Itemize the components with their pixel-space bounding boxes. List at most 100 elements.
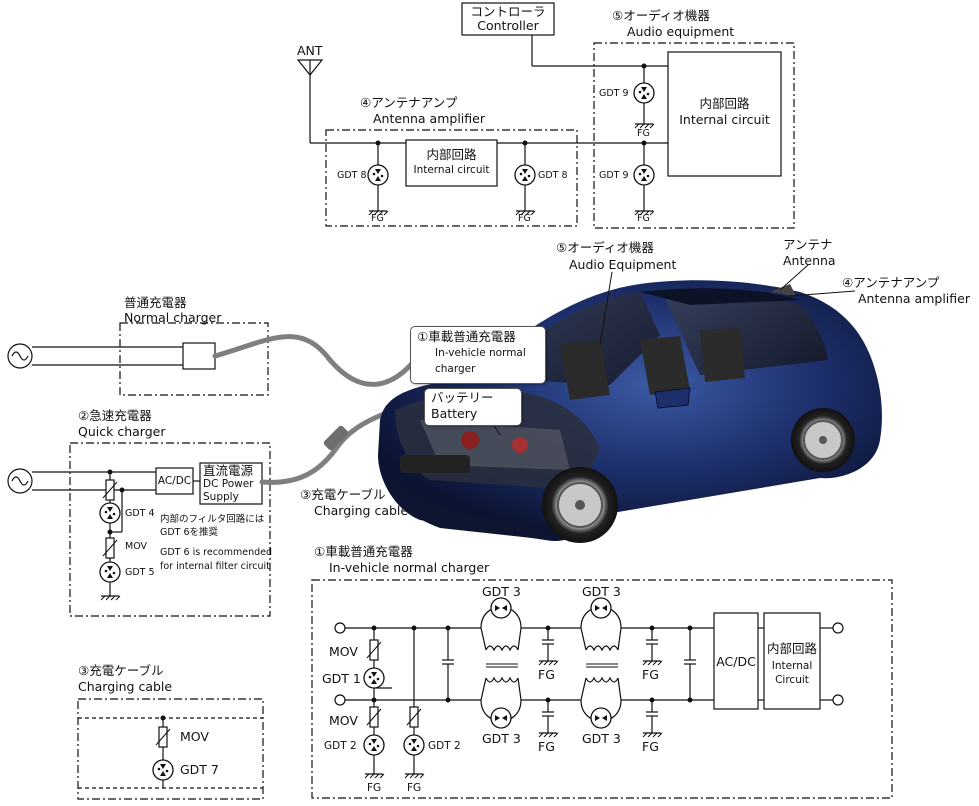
controller-label-ja: コントローラ: [470, 4, 546, 19]
onboard-mov-right: [406, 706, 422, 728]
amp-internal-label-ja: 内部回路: [426, 147, 477, 162]
top-audio-label-ja: ⑤オーディオ機器: [612, 8, 710, 23]
quick-charger-block: [7, 442, 271, 617]
onboard-mov-lower: [366, 706, 382, 728]
onboard-charger-circuit: [311, 579, 893, 799]
quick-charger-label-en: Quick charger: [78, 424, 166, 439]
gdt1-label: GDT 1: [322, 671, 361, 686]
gdt2-left: [363, 734, 385, 756]
quick-charger-label-ja: ②急速充電器: [78, 408, 152, 423]
gdt9-top: [633, 82, 655, 104]
gdt1: [363, 667, 385, 689]
top-amp-label-en: Antenna amplifier: [373, 111, 485, 126]
gdt3-bottom-left-label: GDT 3: [482, 731, 521, 746]
onboard-circuit-label-en: In-vehicle normal charger: [329, 560, 490, 575]
gdt9-bottom-label: GDT 9: [599, 170, 629, 181]
fg-label: FG: [637, 128, 650, 139]
car-cable-label-ja: ③充電ケーブル: [300, 487, 386, 502]
gdt3-top-right: [590, 597, 612, 619]
gdt3-bottom-right: [590, 707, 612, 729]
car-antenna-label-en: Antenna: [783, 253, 836, 268]
cable-block-label-en: Charging cable: [78, 679, 173, 694]
onboard-callout-ja: ①車載普通充電器: [417, 329, 516, 344]
gdt9-bottom: [633, 164, 655, 186]
top-amp-label-ja: ④アンテナアンプ: [360, 95, 458, 110]
amp-internal-label-en: Internal circuit: [413, 164, 490, 176]
gdt8-right-label: GDT 8: [538, 170, 568, 181]
gdt5-label: GDT 5: [125, 567, 155, 578]
quick-mov-label: MOV: [125, 541, 148, 552]
normal-charger-label-en: Normal charger: [124, 310, 222, 325]
dc-supply-label-en2: Supply: [203, 491, 239, 503]
cable-block-label-ja: ③充電ケーブル: [78, 663, 164, 678]
top-antenna-circuit: [296, 2, 795, 229]
fg-label: FG: [538, 667, 555, 682]
audio-internal-label-ja: 内部回路: [699, 96, 750, 111]
fg-label: FG: [637, 213, 650, 224]
car-cable-label-en: Charging cable: [314, 503, 409, 518]
car-illustration: [378, 264, 882, 543]
audio-internal-label-en: Internal circuit: [679, 112, 770, 127]
gdt2-right-label: GDT 2: [428, 740, 461, 752]
fg-label: FG: [538, 739, 555, 754]
onboard-acdc-label: AC/DC: [716, 654, 756, 669]
onboard-internal-label-ja: 内部回路: [766, 641, 817, 656]
gdt9-top-label: GDT 9: [599, 88, 629, 99]
gdt5: [99, 561, 121, 583]
gdt8-left-label: GDT 8: [337, 170, 367, 181]
gdt3-top-left: [490, 597, 512, 619]
onboard-circuit-label-ja: ①車載普通充電器: [314, 544, 413, 559]
battery-label-en: Battery: [431, 406, 478, 421]
onboard-callout-en1: In-vehicle normal: [435, 347, 526, 359]
car-audio-label-en: Audio Equipment: [569, 257, 677, 272]
ant-label: ANT: [297, 43, 323, 58]
quick-acdc-label: AC/DC: [157, 475, 192, 487]
controller-label-en: Controller: [477, 18, 539, 33]
gdt3-top-left-label: GDT 3: [482, 584, 521, 599]
gdt7-label: GDT 7: [180, 762, 219, 777]
gdt4-label: GDT 4: [125, 508, 155, 519]
quick-mov-lower: [102, 537, 118, 559]
cable-mov: [155, 726, 171, 748]
fg-label: FG: [367, 782, 382, 794]
top-audio-label-en: Audio equipment: [627, 24, 735, 39]
cable-mov-label: MOV: [180, 729, 209, 744]
gdt3-bottom-left: [490, 707, 512, 729]
gdt2-right: [403, 734, 425, 756]
charging-cable-block: [77, 698, 264, 800]
fg-label: FG: [407, 782, 422, 794]
dc-supply-label-en1: DC Power: [203, 478, 254, 490]
gdt3-top-right-label: GDT 3: [582, 584, 621, 599]
quick-note-en2: for internal filter circuit: [160, 561, 270, 572]
onboard-mov-lower-label: MOV: [329, 713, 358, 728]
gdt4: [99, 502, 121, 524]
normal-charger-label-ja: 普通充電器: [124, 295, 187, 310]
onboard-callout-en2: charger: [435, 363, 476, 375]
onboard-internal-label-en2: Circuit: [775, 674, 809, 686]
quick-note-ja1: 内部のフィルタ回路には: [160, 514, 265, 525]
normal-charger-block: [7, 322, 269, 396]
battery-label-ja: バッテリー: [431, 390, 494, 405]
dc-supply-label-ja: 直流電源: [203, 463, 254, 478]
fg-label: FG: [371, 213, 384, 224]
gdt8-right: [514, 164, 536, 186]
car-amp-label-ja: ④アンテナアンプ: [842, 275, 940, 290]
onboard-mov-upper-label: MOV: [329, 644, 358, 659]
fg-label: FG: [518, 213, 531, 224]
fg-label: FG: [642, 739, 659, 754]
gdt8-left: [367, 164, 389, 186]
quick-note-ja2: GDT 6を推奨: [160, 527, 219, 538]
car-amp-label-en: Antenna amplifier: [858, 291, 970, 306]
onboard-internal-label-en1: Internal: [771, 660, 813, 672]
gdt3-bottom-right-label: GDT 3: [582, 731, 621, 746]
car-audio-label-ja: ⑤オーディオ機器: [556, 240, 654, 255]
gdt7: [152, 759, 174, 781]
onboard-mov-upper: [366, 639, 382, 661]
battery-callout: バッテリー Battery: [424, 388, 522, 426]
gdt2-left-label: GDT 2: [324, 740, 357, 752]
quick-note-en1: GDT 6 is recommended: [160, 547, 273, 558]
car-antenna-label-ja: アンテナ: [783, 237, 833, 252]
fg-label: FG: [642, 667, 659, 682]
onboard-charger-callout: ①車載普通充電器 In-vehicle normal charger: [410, 326, 546, 384]
